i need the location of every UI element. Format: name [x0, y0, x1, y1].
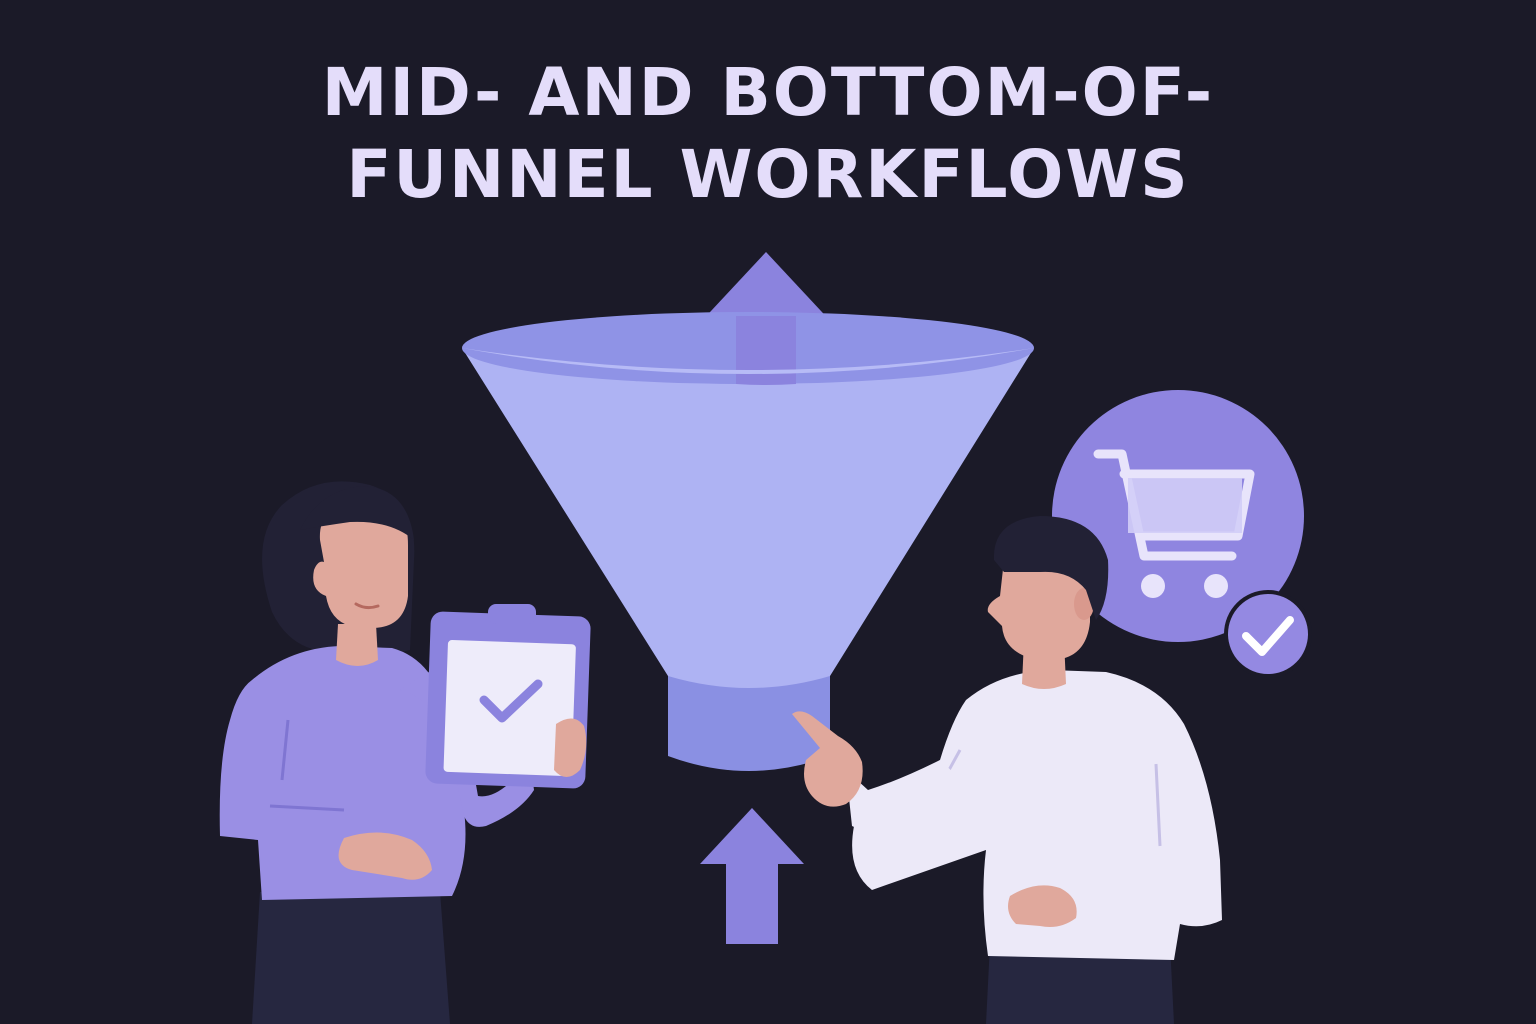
man-pants — [986, 944, 1174, 1024]
woman-sweater — [219, 646, 466, 900]
funnel-body — [462, 348, 1034, 688]
arrow-shaft-inside-funnel — [736, 316, 796, 385]
man-hand — [1008, 885, 1077, 927]
funnel-neck — [668, 676, 830, 771]
checkmark-icon — [479, 679, 543, 723]
man-shirt — [852, 670, 1222, 960]
title-line-1: MID- AND BOTTOM-OF- — [321, 54, 1215, 131]
page-title: MID- AND BOTTOM-OF- FUNNEL WORKFLOWS — [0, 52, 1536, 216]
funnel — [462, 312, 1034, 771]
title-line-2: FUNNEL WORKFLOWS — [346, 136, 1190, 213]
woman-hand — [338, 832, 432, 880]
man-figure — [792, 516, 1222, 1024]
up-arrow-icon — [700, 808, 804, 944]
man-hair — [993, 516, 1109, 620]
clipboard — [425, 604, 591, 789]
woman-pants — [252, 892, 450, 1024]
woman-face — [313, 508, 408, 628]
shopping-cart-badge — [1052, 390, 1304, 642]
checkmark-badge-icon — [1224, 590, 1312, 678]
man-pointing-hand — [792, 711, 863, 807]
